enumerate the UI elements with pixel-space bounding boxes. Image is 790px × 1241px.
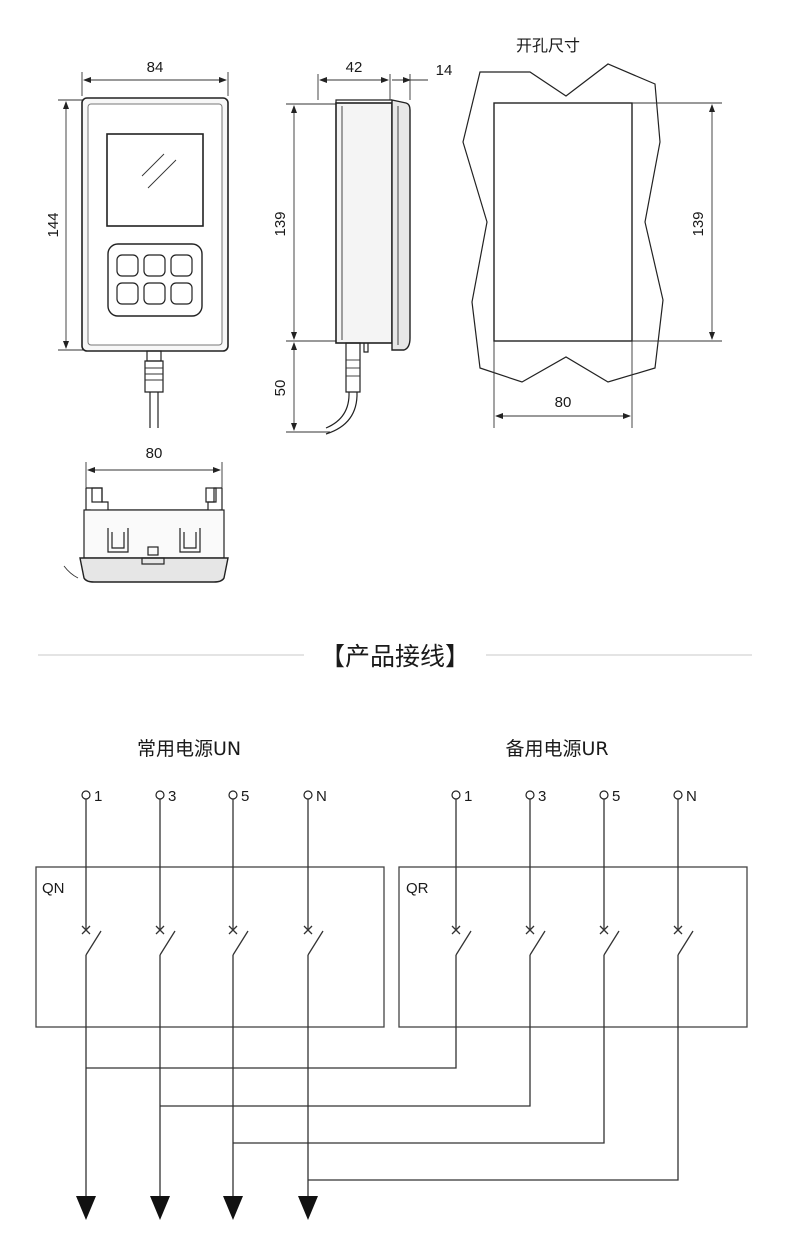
backup-terminals: 1 3 5 N [451, 788, 697, 805]
output-arrow-icon [76, 1196, 96, 1220]
side-depth-label: 42 [346, 59, 363, 76]
terminal-circle [525, 790, 535, 800]
section-header: 【产品接线】 [38, 642, 752, 671]
section-title: 【产品接线】 [320, 642, 470, 671]
bottom-view: 80 [63, 445, 229, 583]
terminal-circle [81, 790, 91, 800]
terminal-label: N [316, 788, 327, 805]
side-housing [335, 102, 393, 344]
normal-source-title: 常用电源UN [137, 738, 241, 760]
front-height-label: 144 [45, 212, 62, 237]
terminal-label: 5 [612, 788, 620, 805]
normal-poles [81, 799, 324, 1198]
output-arrow-icon [150, 1196, 170, 1220]
terminal-circle [303, 790, 313, 800]
side-bezel-label: 14 [436, 62, 453, 79]
wiring-diagram: 常用电源UN 备用电源UR 1 3 5 N 1 3 5 N QN QR [35, 738, 748, 1220]
breaker-qn-box [35, 866, 385, 1028]
cutout-view: 开孔尺寸 139 80 [462, 36, 722, 428]
terminal-label: 3 [538, 788, 546, 805]
terminal-label: 1 [464, 788, 472, 805]
terminal-circle [451, 790, 461, 800]
normal-terminals: 1 3 5 N [81, 788, 327, 805]
cutout-title: 开孔尺寸 [516, 36, 580, 55]
side-view: 42 14 139 50 [272, 59, 453, 435]
cable-length-label: 50 [272, 380, 289, 397]
output-arrow-icon [298, 1196, 318, 1220]
output-arrows [76, 1196, 318, 1220]
front-width-label: 84 [147, 59, 164, 76]
terminal-circle [155, 790, 165, 800]
terminal-circle [599, 790, 609, 800]
cutout-rectangle [493, 102, 633, 342]
side-height-label: 139 [272, 211, 289, 236]
terminal-label: 5 [241, 788, 249, 805]
front-display [106, 133, 204, 227]
backup-source-title: 备用电源UR [505, 738, 608, 760]
cutout-width-label: 80 [555, 394, 572, 411]
terminal-label: 3 [168, 788, 176, 805]
terminal-circle [228, 790, 238, 800]
terminal-circle [673, 790, 683, 800]
output-arrow-icon [223, 1196, 243, 1220]
cutout-outline [462, 63, 664, 383]
front-keypad [107, 243, 203, 317]
front-view: 84 144 [45, 59, 229, 428]
breaker-qr-box [398, 866, 748, 1028]
terminal-label: 1 [94, 788, 102, 805]
bottom-width-label: 80 [146, 445, 163, 462]
breaker-qn-label: QN [42, 880, 65, 897]
terminal-label: N [686, 788, 697, 805]
backup-poles [86, 799, 694, 1181]
cutout-height-label: 139 [690, 211, 707, 236]
breaker-qr-label: QR [406, 880, 429, 897]
